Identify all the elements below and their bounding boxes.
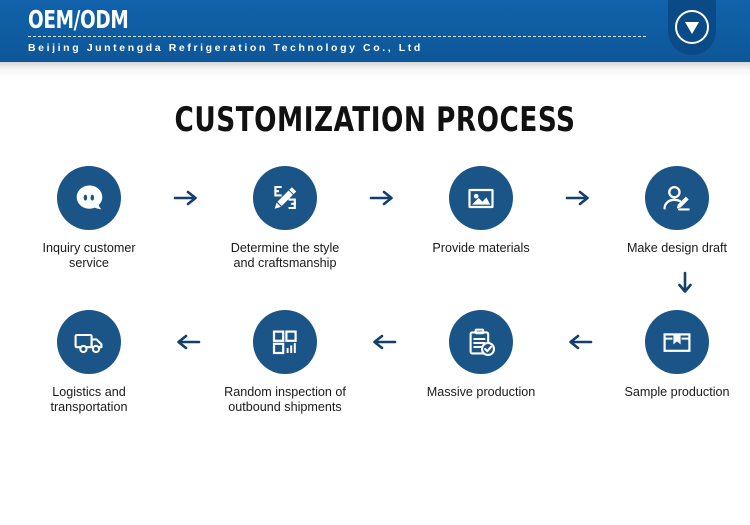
arrow-left-icon — [360, 310, 406, 374]
customization-process-flow: Inquiry customer service — [0, 166, 750, 415]
process-step-label: Inquiry customer service — [42, 241, 136, 270]
delivery-truck-icon — [57, 310, 121, 374]
circle-chevron-down-logo-icon — [675, 10, 709, 44]
company-name: Beijing Juntengda Refrigeration Technolo… — [28, 42, 423, 54]
header-text-block: OEM/ODM Beijing Juntengda Refrigeration … — [0, 0, 668, 55]
process-step-label: Logistics and transportation — [50, 385, 128, 414]
grid-chart-inspection-icon — [253, 310, 317, 374]
process-step-inquiry: Inquiry customer service — [14, 166, 164, 271]
process-row-1: Inquiry customer service — [14, 166, 736, 271]
image-picture-icon — [449, 166, 513, 230]
user-pencil-icon — [645, 166, 709, 230]
arrow-right-icon — [360, 166, 406, 230]
header-dashed-divider — [28, 36, 646, 37]
process-step-label: Make design draft — [626, 241, 728, 255]
process-step-label: Massive production — [426, 385, 536, 399]
arrow-down-icon — [675, 271, 695, 302]
process-step-label: Provide materials — [432, 241, 530, 255]
page-header: OEM/ODM Beijing Juntengda Refrigeration … — [0, 0, 750, 62]
chat-bubble-support-icon — [57, 166, 121, 230]
arrow-left-icon — [164, 310, 210, 374]
row-connector — [14, 271, 736, 297]
process-step-random-inspection: Random inspection of outbound shipments — [210, 310, 360, 415]
brand-title: OEM/ODM — [28, 5, 129, 34]
arrow-right-icon — [164, 166, 210, 230]
logo-tab — [668, 0, 716, 55]
page-title: CUSTOMIZATION PROCESS — [174, 100, 576, 140]
clipboard-check-icon — [449, 310, 513, 374]
process-step-sample-production: Sample production — [602, 310, 750, 400]
arrow-left-icon — [556, 310, 602, 374]
header-drop-shadow — [0, 62, 750, 78]
process-step-label: Determine the style and craftsmanship — [230, 241, 340, 270]
process-step-logistics: Logistics and transportation — [14, 310, 164, 415]
process-step-design-draft: Make design draft — [602, 166, 750, 256]
process-step-label: Random inspection of outbound shipments — [224, 385, 346, 414]
process-step-provide-materials: Provide materials — [406, 166, 556, 256]
process-step-label: Sample production — [624, 385, 730, 399]
process-step-determine-style: Determine the style and craftsmanship — [210, 166, 360, 271]
arrow-right-icon — [556, 166, 602, 230]
process-step-massive-production: Massive production — [406, 310, 556, 400]
process-row-2: Logistics and transportation Random insp… — [14, 310, 736, 415]
pencil-design-icon — [253, 166, 317, 230]
package-box-icon — [645, 310, 709, 374]
